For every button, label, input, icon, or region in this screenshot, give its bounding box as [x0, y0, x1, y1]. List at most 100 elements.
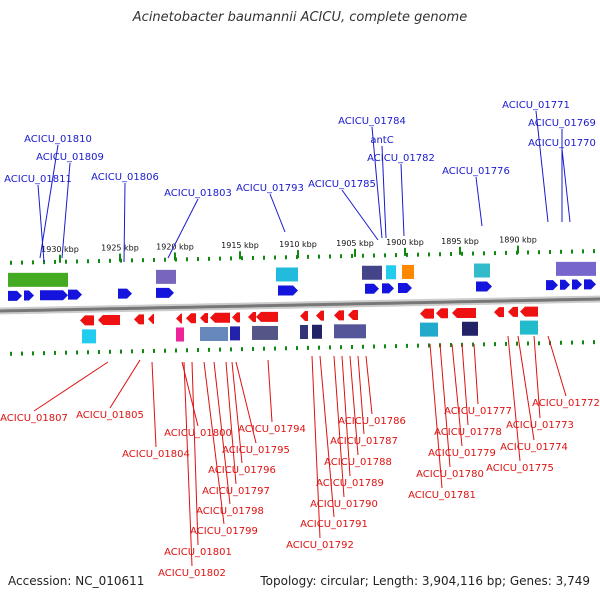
forward-tick-mark: [483, 251, 485, 256]
reverse-domain-block: [252, 325, 278, 340]
scale-tick-label: 1920 kbp: [156, 243, 194, 252]
reverse-gene-arrow: [334, 310, 344, 321]
reverse-tick-mark: [153, 348, 155, 353]
forward-tick-mark: [538, 250, 540, 255]
reverse-tick-mark: [307, 345, 309, 350]
forward-tick-mark: [582, 249, 584, 254]
forward-gene-label: antC: [370, 135, 393, 146]
reverse-leader-line: [341, 355, 351, 477]
forward-tick-mark: [241, 256, 243, 261]
scale-tick-label: 1900 kbp: [386, 238, 424, 247]
forward-tick-mark: [505, 250, 507, 255]
scale-tick-label: 1910 kbp: [279, 240, 317, 249]
forward-tick-mark: [87, 259, 89, 264]
forward-tick-mark: [527, 250, 529, 255]
reverse-tick-mark: [329, 345, 331, 350]
scale-tick-label: 1890 kbp: [499, 236, 537, 245]
scale-major-tick: [354, 248, 356, 257]
forward-tick-mark: [21, 260, 23, 265]
reverse-tick-mark: [230, 347, 232, 352]
reverse-tick-mark: [472, 342, 474, 347]
reverse-gene-arrow: [316, 310, 324, 321]
forward-tick-mark: [285, 255, 287, 260]
forward-gene-arrow: [68, 289, 82, 300]
forward-leader-line: [371, 126, 383, 239]
reverse-gene-label: ACICU_01798: [196, 506, 264, 517]
reverse-leader-line: [235, 361, 257, 444]
forward-gene-label: ACICU_01810: [24, 134, 92, 145]
forward-tick-mark: [307, 254, 309, 259]
reverse-tick-mark: [318, 345, 320, 350]
forward-gene-label: ACICU_01782: [367, 153, 435, 164]
reverse-tick-mark: [142, 349, 144, 354]
reverse-leader-line: [507, 335, 521, 462]
forward-tick-mark: [472, 251, 474, 256]
forward-tick-mark: [76, 259, 78, 264]
forward-leader-line: [39, 144, 59, 259]
reverse-gene-label: ACICU_01802: [158, 568, 226, 579]
forward-tick-mark: [494, 251, 496, 256]
scale-tick-label: 1915 kbp: [221, 241, 259, 250]
reverse-tick-mark: [197, 348, 199, 353]
forward-tick-mark: [395, 253, 397, 258]
reverse-gene-arrow: [508, 306, 518, 317]
forward-gene-arrow: [8, 290, 22, 301]
reverse-tick-mark: [373, 344, 375, 349]
reverse-gene-label: ACICU_01800: [164, 428, 232, 439]
forward-tick-mark: [219, 256, 221, 261]
reverse-tick-mark: [87, 350, 89, 355]
forward-leader-line: [341, 189, 379, 241]
reverse-tick-mark: [10, 351, 12, 356]
scale-major-tick: [517, 245, 519, 254]
forward-gene-arrow: [118, 288, 132, 299]
reverse-gene-label: ACICU_01801: [164, 547, 232, 558]
forward-tick-mark: [208, 256, 210, 261]
reverse-leader-line: [191, 361, 199, 546]
reverse-leader-line: [109, 359, 141, 409]
reverse-gene-label: ACICU_01773: [506, 420, 574, 431]
reverse-tick-mark: [527, 341, 529, 346]
reverse-tick-mark: [76, 350, 78, 355]
reverse-domain-block: [200, 327, 228, 341]
forward-gene-arrow: [546, 280, 558, 291]
scale-tick-label: 1930 kbp: [41, 245, 79, 254]
forward-tick-mark: [417, 252, 419, 257]
reverse-domain-block: [176, 327, 184, 342]
forward-domain-block: [156, 269, 176, 284]
reverse-tick-mark: [241, 347, 243, 352]
reverse-tick-mark: [296, 346, 298, 351]
forward-tick-mark: [428, 252, 430, 257]
reverse-domain-block: [520, 320, 538, 335]
forward-tick-mark: [186, 257, 188, 262]
reverse-gene-label: ACICU_01780: [416, 469, 484, 480]
reverse-tick-mark: [219, 347, 221, 352]
forward-leader-line: [475, 176, 483, 227]
forward-gene-label: ACICU_01769: [528, 118, 596, 129]
reverse-domain-block: [334, 324, 366, 339]
reverse-gene-label: ACICU_01799: [190, 526, 258, 537]
reverse-tick-mark: [208, 347, 210, 352]
forward-gene-label: ACICU_01784: [338, 116, 406, 127]
forward-leader-line: [381, 145, 387, 239]
reverse-tick-mark: [65, 350, 67, 355]
forward-tick-mark: [43, 260, 45, 265]
reverse-tick-mark: [98, 350, 100, 355]
forward-tick-mark: [406, 252, 408, 257]
scale-major-tick: [297, 250, 299, 259]
reverse-gene-label: ACICU_01807: [0, 413, 68, 424]
forward-gene-label: ACICU_01806: [91, 172, 159, 183]
forward-tick-mark: [274, 255, 276, 260]
reverse-leader-line: [203, 361, 225, 525]
reverse-tick-mark: [582, 340, 584, 345]
reverse-gene-label: ACICU_01778: [434, 427, 502, 438]
forward-gene-label: ACICU_01776: [442, 166, 510, 177]
forward-domain-block: [276, 267, 298, 282]
reverse-gene-label: ACICU_01781: [408, 490, 476, 501]
forward-tick-mark: [98, 259, 100, 264]
forward-tick-mark: [439, 252, 441, 257]
reverse-leader-line: [151, 361, 157, 448]
forward-tick-mark: [10, 260, 12, 265]
reverse-domain-block: [230, 326, 240, 341]
reverse-gene-label: ACICU_01795: [222, 445, 290, 456]
reverse-gene-label: ACICU_01791: [300, 519, 368, 530]
